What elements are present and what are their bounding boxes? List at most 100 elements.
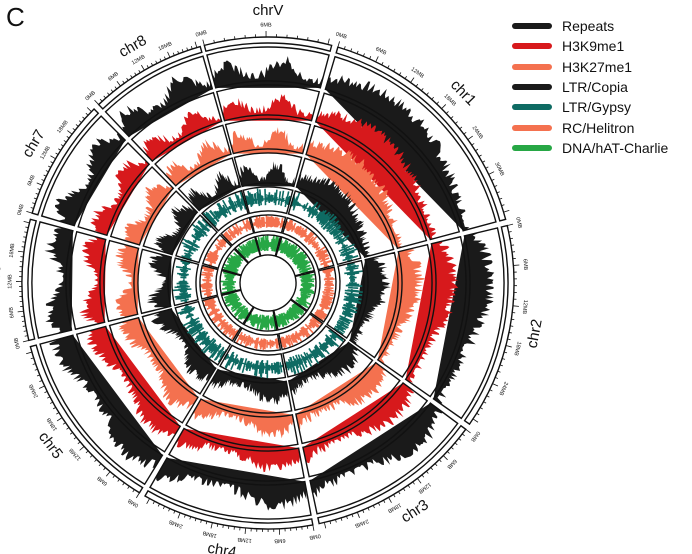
tick-mark	[34, 368, 38, 371]
tick-mark	[421, 474, 425, 478]
tick-mark	[362, 53, 365, 57]
tick-label: 0MB	[13, 337, 22, 350]
legend-item: LTR/Copia	[512, 77, 668, 97]
tick-mark	[210, 522, 213, 529]
tick-mark	[472, 418, 479, 423]
tick-mark	[98, 463, 102, 467]
track-frame-chr2	[326, 259, 365, 340]
chromosome-label: chr2	[524, 318, 546, 350]
legend-item: RC/Helitron	[512, 117, 668, 137]
track-profile-chrV	[249, 215, 286, 230]
tick-label: 18MB	[56, 119, 70, 134]
legend-label: Repeats	[562, 18, 615, 35]
tick-mark	[117, 478, 120, 482]
legend-label: LTR/Copia	[562, 79, 628, 96]
tick-mark	[404, 75, 407, 79]
tick-mark	[495, 377, 499, 379]
tick-mark	[478, 154, 482, 157]
track-frame-chr2	[432, 227, 505, 420]
ideogram-chr8	[97, 45, 203, 110]
tick-mark	[205, 521, 208, 525]
track-frame-chrV	[215, 84, 321, 122]
tick-mark	[375, 56, 379, 62]
track-frame-chr3	[309, 402, 459, 515]
tick-mark	[438, 459, 442, 463]
tick-mark	[58, 148, 62, 151]
track-frame-chr1	[295, 157, 395, 258]
tick-mark	[346, 516, 348, 520]
tick-mark	[502, 358, 506, 360]
tick-mark	[505, 345, 512, 348]
tick-mark	[317, 39, 319, 43]
tick-mark	[222, 524, 224, 528]
tick-mark	[486, 395, 490, 398]
tick-mark	[378, 502, 381, 506]
tick-mark	[38, 385, 45, 389]
tick-mark	[130, 75, 133, 79]
tick-mark	[202, 39, 205, 46]
legend-label: H3K9me1	[562, 38, 625, 55]
tick-mark	[189, 516, 192, 520]
track-profile-chr4	[208, 369, 288, 405]
tick-label: 12MB	[417, 481, 432, 495]
tick-mark	[32, 202, 36, 205]
tick-mark	[512, 305, 519, 307]
tick-label: 18MB	[512, 341, 522, 357]
tick-mark	[387, 65, 390, 69]
track-profile-chr6	[200, 266, 215, 299]
tick-mark	[426, 470, 429, 474]
tick-mark	[194, 518, 197, 522]
tick-mark	[485, 166, 489, 169]
tick-mark	[491, 178, 495, 181]
tick-mark	[177, 512, 181, 519]
tick-mark	[471, 143, 475, 146]
tick-mark	[66, 427, 70, 430]
tick-mark	[146, 65, 149, 69]
track-frame-chr3	[277, 312, 324, 351]
tick-mark	[78, 120, 82, 123]
track-profile-chr3	[288, 342, 360, 396]
track-frame-chr2	[348, 251, 399, 359]
tick-mark	[463, 131, 467, 135]
legend: Repeats H3K9me1 H3K27me1 LTR/Copia LTR/G…	[512, 16, 668, 158]
tick-mark	[323, 522, 327, 529]
track-frame-chr2	[404, 235, 467, 398]
tick-mark	[107, 92, 110, 96]
tick-label: 12MB	[521, 299, 528, 314]
tick-mark	[367, 507, 370, 511]
tick-mark	[369, 56, 372, 60]
tick-mark	[155, 60, 158, 64]
tick-label: 6MB	[274, 537, 286, 544]
chromosome-label: chr6	[0, 265, 4, 294]
chromosome-label: chrV	[253, 2, 284, 19]
tick-label: 24MB	[28, 383, 40, 399]
tick-mark	[103, 95, 107, 99]
tick-mark	[141, 64, 145, 71]
track-frame-chrV	[249, 214, 287, 234]
tick-mark	[86, 107, 92, 112]
tick-mark	[94, 459, 97, 462]
tick-mark	[393, 494, 396, 498]
ideogram-chr7	[31, 108, 100, 216]
tick-mark	[327, 38, 330, 45]
tick-mark	[482, 160, 486, 163]
tick-label: 0MB	[514, 217, 523, 230]
track-frame-chr1	[281, 216, 335, 271]
tick-mark	[55, 152, 59, 155]
tick-mark	[32, 363, 36, 365]
tick-label: 0MB	[127, 497, 140, 508]
track-frame-chr3	[302, 381, 429, 478]
tick-mark	[24, 335, 28, 337]
track-profile-chr2	[349, 256, 391, 347]
tick-mark	[23, 330, 27, 332]
track-frame-chr1	[287, 190, 362, 266]
tick-mark	[492, 383, 499, 387]
tick-mark	[36, 182, 43, 186]
tick-mark	[47, 165, 52, 168]
track-profile-chr1	[306, 140, 403, 249]
track-profile-chr6	[146, 253, 172, 310]
tick-mark	[509, 237, 514, 240]
track-profile-chr6	[115, 245, 139, 318]
track-profile-chr2	[377, 249, 425, 364]
tick-mark	[23, 236, 27, 238]
